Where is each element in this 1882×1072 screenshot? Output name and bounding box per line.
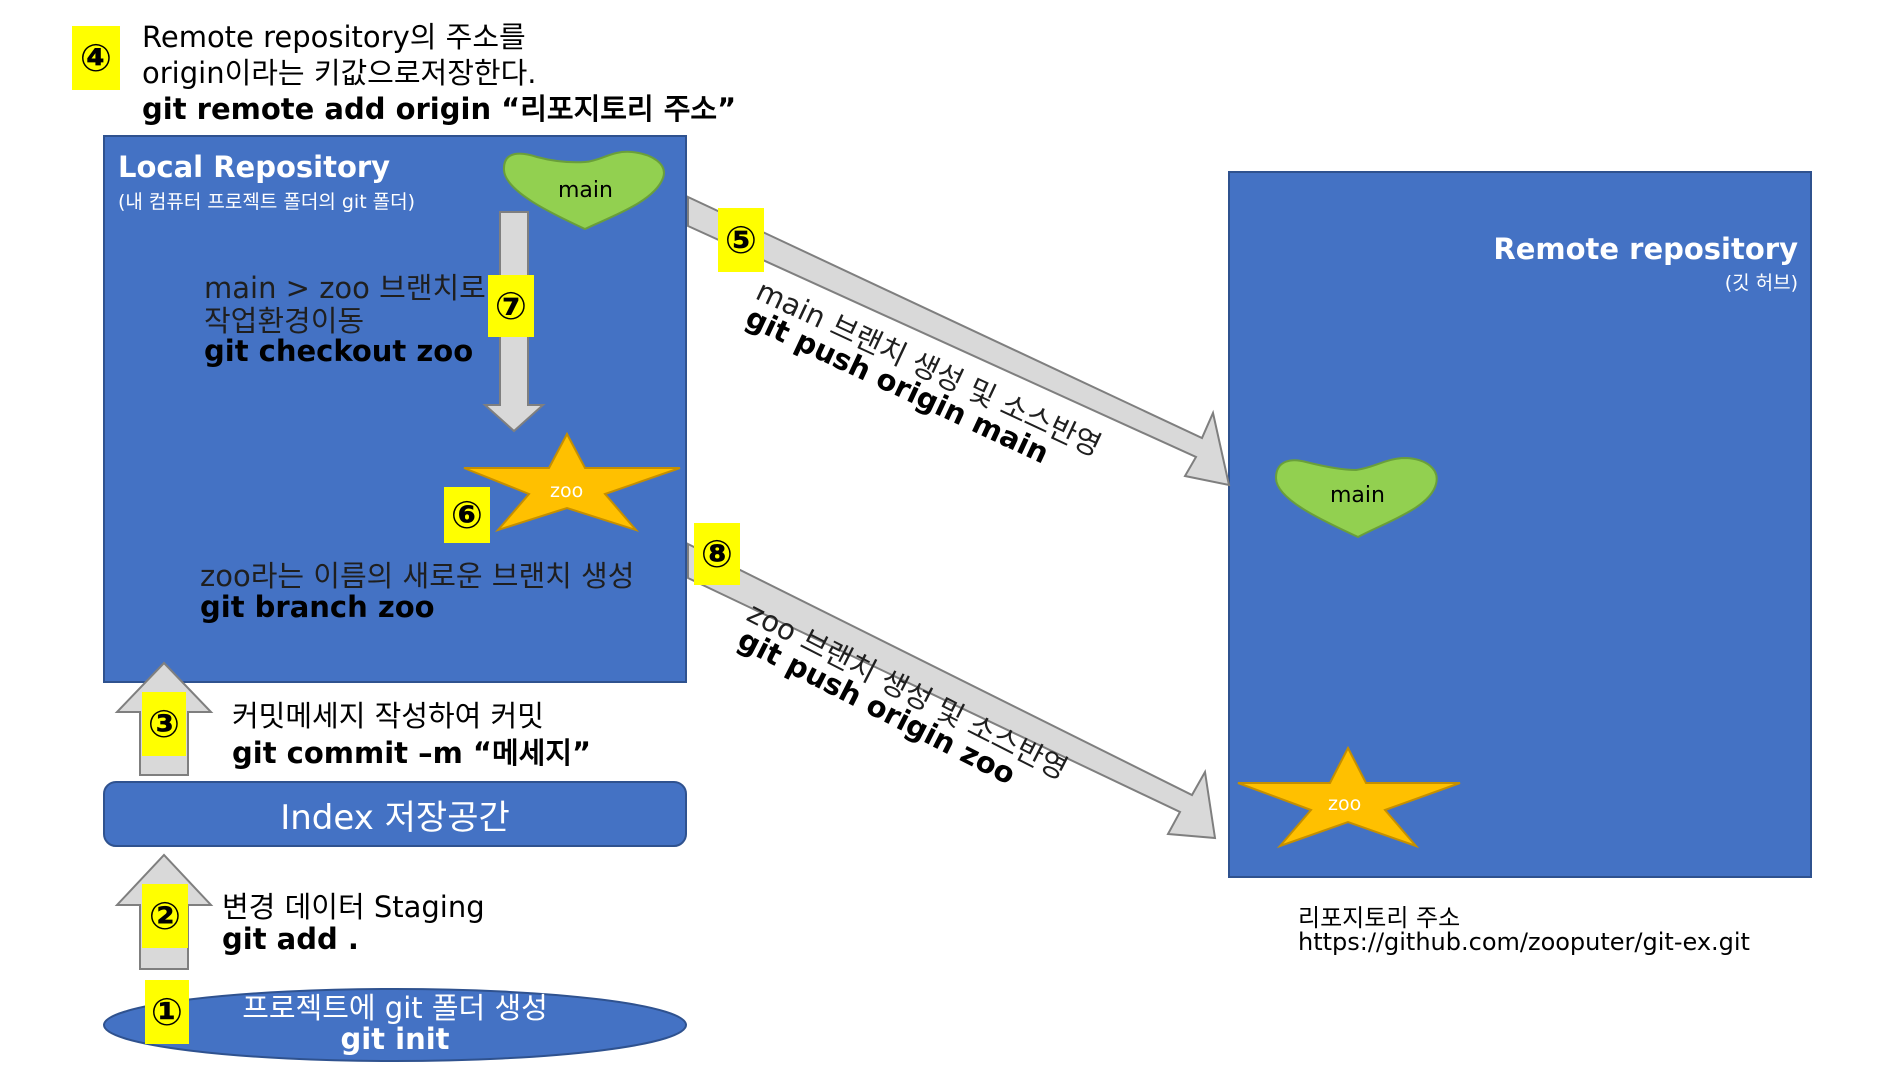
- remote-zoo-label: zoo: [1328, 793, 1362, 815]
- local-zoo-label: zoo: [550, 480, 584, 502]
- step3-command: git commit –m “메세지”: [232, 736, 592, 770]
- step2-command: git add .: [222, 922, 359, 956]
- push-main-arrow: [687, 195, 1231, 487]
- remote-main-label: main: [1330, 483, 1385, 508]
- step6-line1: zoo라는 이름의 새로운 브랜치 생성: [200, 559, 635, 593]
- badge-step-7: ⑦: [488, 275, 534, 337]
- index-storage-box: [103, 781, 687, 847]
- step3-line1: 커밋메세지 작성하여 커밋: [232, 699, 544, 733]
- step4-line1: Remote repository의 주소를: [142, 20, 526, 54]
- step4-line2: origin이라는 키값으로저장한다.: [142, 56, 537, 90]
- badge-step-1: ①: [145, 980, 189, 1044]
- local-main-label: main: [558, 178, 613, 203]
- badge-step-6: ⑥: [444, 487, 490, 543]
- remote-main-heart: [1274, 456, 1438, 539]
- repo-address-label: 리포지토리 주소: [1298, 904, 1461, 932]
- badge-step-5: ⑤: [718, 208, 764, 272]
- push-zoo-arrow: [687, 542, 1217, 840]
- step2-line1: 변경 데이터 Staging: [222, 890, 485, 924]
- step1-line1: 프로젝트에 git 폴더 생성: [242, 991, 548, 1025]
- local-repository-subtitle: (내 컴퓨터 프로젝트 폴더의 git 폴더): [118, 191, 416, 213]
- step4-command: git remote add origin “리포지토리 주소”: [142, 92, 737, 126]
- repo-address-url: https://github.com/zooputer/git-ex.git: [1298, 928, 1750, 956]
- remote-repository-subtitle: (깃 허브): [1724, 272, 1798, 294]
- badge-step-8: ⑧: [694, 523, 740, 585]
- local-repository-title: Local Repository: [118, 150, 391, 184]
- step6-command: git branch zoo: [200, 590, 435, 624]
- step7-command: git checkout zoo: [204, 334, 474, 368]
- badge-step-3: ③: [142, 692, 186, 756]
- remote-repository-box: [1228, 171, 1812, 878]
- git-init-ellipse: [103, 988, 687, 1062]
- step7-line2: 작업환경이동: [204, 304, 365, 338]
- badge-step-4: ④: [72, 26, 120, 90]
- index-storage-label: Index 저장공간: [280, 798, 510, 838]
- remote-repository-title: Remote repository: [1493, 232, 1798, 266]
- badge-step-2: ②: [142, 884, 188, 948]
- local-zoo-star: [463, 431, 681, 533]
- local-main-heart: [502, 150, 665, 231]
- step7-line1: main > zoo 브랜치로: [204, 271, 486, 305]
- remote-zoo-star: [1237, 745, 1461, 849]
- step1-command: git init: [340, 1022, 450, 1056]
